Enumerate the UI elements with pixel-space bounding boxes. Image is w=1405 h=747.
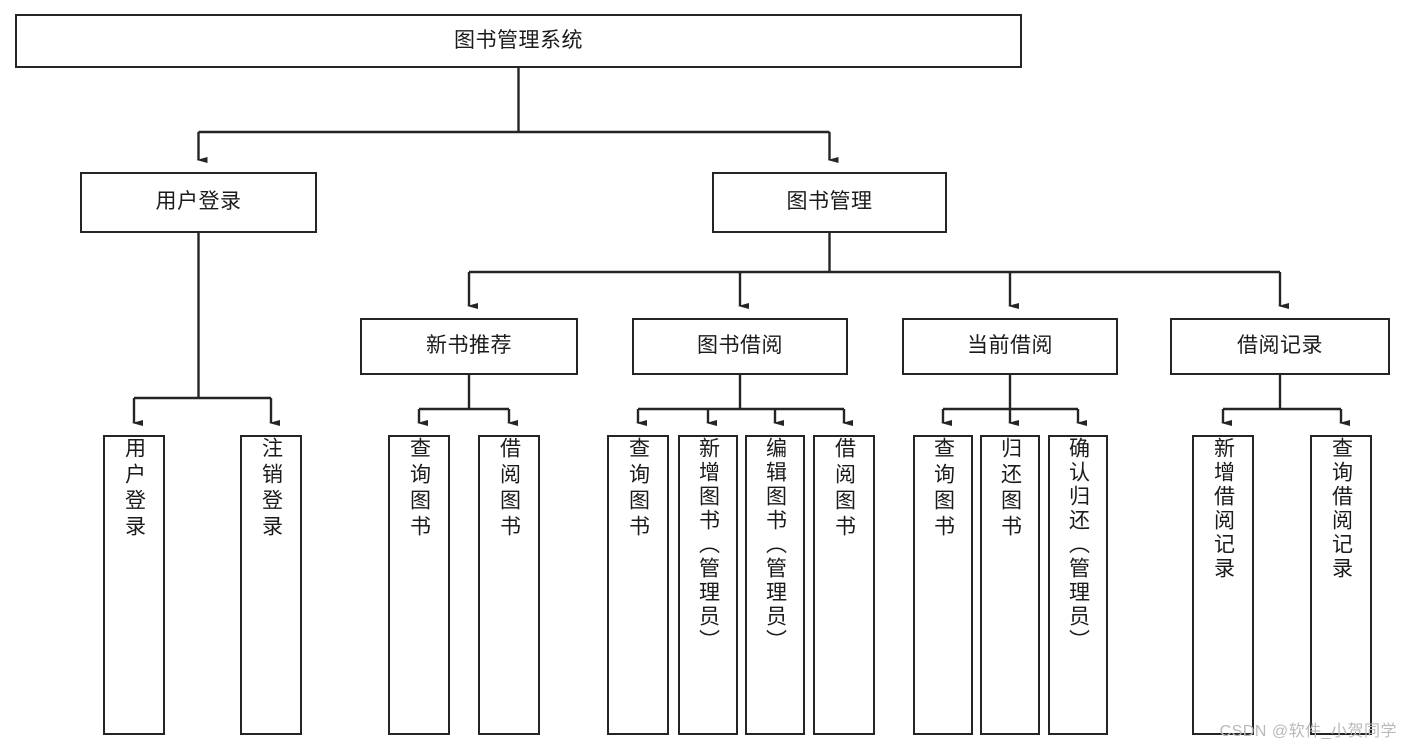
- node-label: 当前借阅: [967, 334, 1053, 358]
- node-user-login[interactable]: 用户登录: [80, 172, 317, 233]
- node-leaf-borrow-book[interactable]: 借阅图书: [813, 435, 875, 735]
- node-leaf-return-book[interactable]: 归还图书: [980, 435, 1040, 735]
- node-root-system[interactable]: 图书管理系统: [15, 14, 1022, 68]
- node-label: 借阅记录: [1237, 334, 1323, 358]
- node-leaf-confirm-return-admin[interactable]: 确认归还（管理员）: [1048, 435, 1108, 735]
- node-label: 用户登录: [155, 190, 242, 214]
- node-leaf-query-book-recommend[interactable]: 查询图书: [388, 435, 450, 735]
- node-leaf-query-borrow-record[interactable]: 查询借阅记录: [1310, 435, 1372, 735]
- node-leaf-logout[interactable]: 注销登录: [240, 435, 302, 735]
- node-label: 图书借阅: [697, 334, 783, 358]
- watermark: CSDN @软件_小贺同学: [1219, 723, 1397, 740]
- node-label: 注销登录: [259, 437, 283, 541]
- node-label: 查询借阅记录: [1329, 437, 1353, 581]
- node-label: 借阅图书: [497, 437, 521, 541]
- node-label: 新增图书（管理员）: [696, 437, 720, 653]
- node-label: 新增借阅记录: [1211, 437, 1235, 581]
- node-label: 确认归还（管理员）: [1066, 437, 1090, 653]
- node-label: 查询图书: [931, 437, 955, 541]
- node-label: 查询图书: [407, 437, 431, 541]
- node-book-borrow[interactable]: 图书借阅: [632, 318, 848, 375]
- node-leaf-add-book-admin[interactable]: 新增图书（管理员）: [678, 435, 738, 735]
- node-book-management[interactable]: 图书管理: [712, 172, 947, 233]
- node-label: 新书推荐: [426, 334, 512, 358]
- node-leaf-user-login[interactable]: 用户登录: [103, 435, 165, 735]
- node-borrow-record[interactable]: 借阅记录: [1170, 318, 1390, 375]
- node-label: 编辑图书（管理员）: [763, 437, 787, 653]
- node-current-borrow[interactable]: 当前借阅: [902, 318, 1118, 375]
- node-label: 借阅图书: [832, 437, 856, 541]
- node-leaf-borrow-book-recommend[interactable]: 借阅图书: [478, 435, 540, 735]
- node-label: 查询图书: [626, 437, 650, 541]
- node-leaf-query-book-borrow[interactable]: 查询图书: [607, 435, 669, 735]
- node-label: 图书管理: [786, 190, 873, 214]
- node-leaf-add-borrow-record[interactable]: 新增借阅记录: [1192, 435, 1254, 735]
- node-label: 归还图书: [998, 437, 1022, 541]
- node-label: 用户登录: [122, 437, 146, 541]
- node-leaf-query-book-current[interactable]: 查询图书: [913, 435, 973, 735]
- node-new-book-recommend[interactable]: 新书推荐: [360, 318, 578, 375]
- node-label: 图书管理系统: [454, 28, 583, 52]
- node-leaf-edit-book-admin[interactable]: 编辑图书（管理员）: [745, 435, 805, 735]
